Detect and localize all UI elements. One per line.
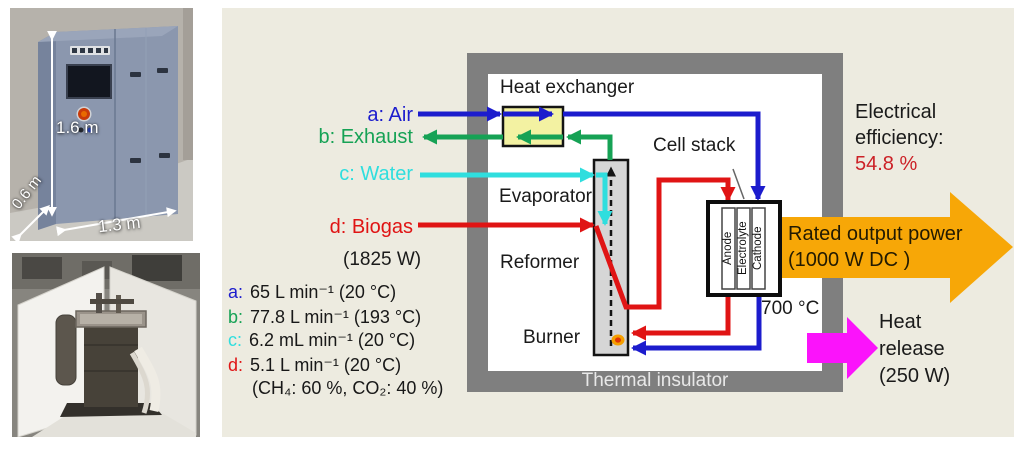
electrolyte-label: Electrolyte	[737, 221, 749, 276]
air-flow-line	[418, 106, 766, 202]
electrolyte-layer	[736, 207, 751, 290]
flow-value-d: 5.1 L min⁻¹ (20 °C)	[250, 355, 402, 375]
stack-temperature-label: 700 °C	[761, 298, 820, 319]
flow-rate-d: d: 5.1 L min⁻¹ (20 °C)	[228, 355, 401, 376]
electrical-efficiency-block: Electrical efficiency: 54.8 %	[855, 99, 944, 177]
flow-value-b: 77.8 L min⁻¹ (193 °C)	[250, 307, 422, 327]
burner-label: Burner	[523, 327, 581, 348]
stack-photo	[12, 253, 200, 437]
cathode-label: Cathode	[752, 226, 764, 271]
flow-value-c: 6.2 mL min⁻¹ (20 °C)	[249, 330, 416, 350]
rated-power-line2: (1000 W DC )	[788, 249, 911, 271]
flow-rate-a: a: 65 L min⁻¹ (20 °C)	[228, 282, 396, 303]
thermal-insulator-label: Thermal insulator	[581, 370, 729, 391]
heat-release-arrow	[807, 317, 878, 379]
flow-prefix-a: a:	[228, 282, 244, 302]
exhaust-flow-line	[421, 129, 613, 160]
air-stream-label: a: Air	[367, 104, 413, 126]
cabinet-photo: 1.6 m 0.6 m 1.3 m	[10, 8, 193, 241]
water-flow-line	[420, 167, 613, 227]
biogas-flow-line	[418, 177, 736, 310]
cell-stack-pointer-line	[732, 168, 745, 200]
dimension-arrows	[11, 30, 177, 241]
diagram-panel: Heat exchanger Evaporator Reformer Burne…	[222, 8, 1014, 437]
anode-label: Anode	[722, 231, 734, 266]
flow-prefix-c: c:	[228, 330, 243, 350]
water-stream-label: c: Water	[339, 163, 413, 185]
cabinet-left-door	[38, 32, 56, 230]
flow-rate-b: b: 77.8 L min⁻¹ (193 °C)	[228, 307, 421, 328]
cathode-layer	[751, 207, 766, 290]
heat-release-line2: release	[879, 338, 945, 360]
flow-prefix-b: b:	[228, 307, 244, 327]
heat-release-block: Heat release (250 W)	[879, 309, 950, 390]
heat-exchanger-label: Heat exchanger	[500, 77, 635, 98]
efficiency-label-line1: Electrical	[855, 101, 937, 123]
efficiency-value: 54.8 %	[855, 153, 918, 175]
cell-stack-box	[706, 200, 782, 297]
cabinet-illustration	[10, 8, 193, 241]
control-screen	[66, 64, 112, 99]
process-diagram	[418, 53, 1013, 392]
reformer-label: Reformer	[500, 252, 580, 273]
cathode-offgas-line	[630, 292, 762, 356]
efficiency-label-line2: efficiency:	[855, 127, 944, 149]
flow-rate-c: c: 6.2 mL min⁻¹ (20 °C)	[228, 330, 415, 351]
cabinet-height-label: 1.6 m	[56, 118, 99, 137]
flow-prefix-d: d:	[228, 355, 244, 375]
biogas-input-power-label: (1825 W)	[343, 249, 422, 270]
rated-power-block: Rated output power (1000 W DC )	[788, 221, 963, 273]
anode-layer	[721, 207, 736, 290]
heat-release-line3: (250 W)	[879, 365, 951, 387]
cell-stack-label: Cell stack	[653, 135, 736, 156]
biogas-composition-label: (CH₄: 60 %, CO₂: 40 %)	[252, 378, 444, 398]
stack-illustration	[12, 253, 200, 437]
heat-release-line1: Heat	[879, 311, 922, 333]
cell-stack-body	[84, 325, 138, 407]
biogas-stream-label: d: Biogas	[329, 216, 413, 238]
evaporator-label: Evaporator	[499, 186, 592, 207]
exhaust-stream-label: b: Exhaust	[318, 126, 413, 148]
anode-offgas-line	[630, 292, 731, 341]
rated-power-arrow	[782, 192, 1013, 303]
cable-bundle	[134, 346, 161, 412]
rated-power-line1: Rated output power	[788, 223, 963, 245]
flow-value-a: 65 L min⁻¹ (20 °C)	[250, 282, 397, 302]
